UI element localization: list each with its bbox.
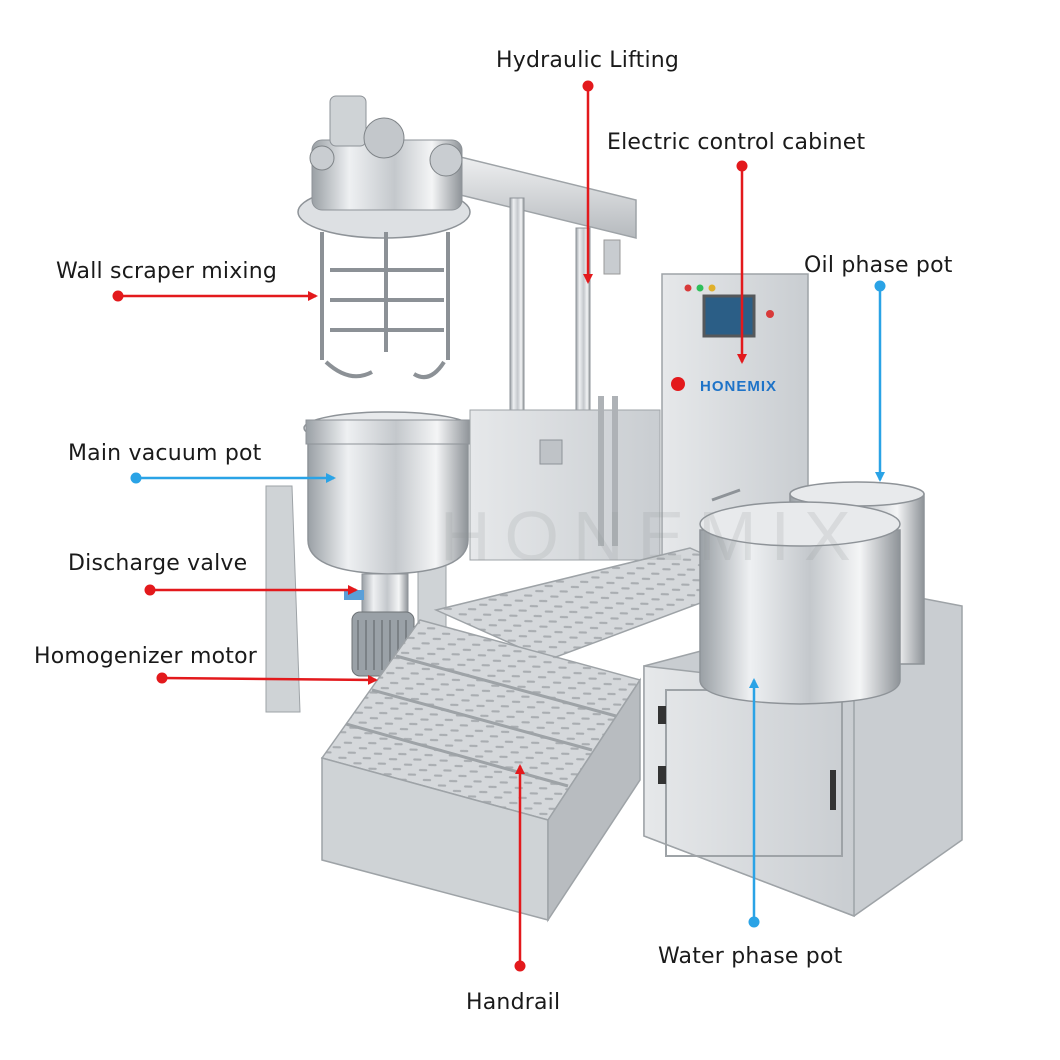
- label-wall-scraper-mixing: Wall scraper mixing: [56, 259, 278, 284]
- main-vacuum-pot-dot: [130, 472, 142, 484]
- label-hydraulic-lifting: Hydraulic Lifting: [496, 48, 680, 73]
- water-phase-pot-dot: [748, 916, 760, 928]
- lid-assembly: [297, 95, 471, 239]
- label-water-phase-pot: Water phase pot: [658, 944, 843, 969]
- homogenizer-motor-line: [161, 674, 378, 685]
- back-tank-body: [469, 396, 661, 561]
- oil-phase-pot-dot: [874, 280, 886, 292]
- hydraulic-columns: [509, 197, 591, 419]
- label-oil-phase-pot: Oil phase pot: [804, 253, 953, 278]
- homogenizer-motor-dot: [156, 672, 168, 684]
- callout-lines: [118, 86, 885, 964]
- discharge-valve-dot: [144, 584, 156, 596]
- brand-watermark: HONEMIX: [440, 497, 865, 575]
- stairs: [320, 619, 642, 923]
- scraper-agitator: [320, 232, 450, 379]
- handrail-dot: [514, 960, 526, 972]
- label-homogenizer-motor: Homogenizer motor: [34, 644, 257, 669]
- label-electric-control-cabinet: Electric control cabinet: [607, 130, 866, 155]
- label-handrail: Handrail: [466, 990, 561, 1015]
- callout-dots: [112, 80, 886, 972]
- hydraulic-lifting-dot: [582, 80, 594, 92]
- wall-scraper-mixing-dot: [112, 290, 124, 302]
- label-main-vacuum-pot: Main vacuum pot: [68, 441, 262, 466]
- cabinet-brand: HONEMIX: [700, 378, 777, 395]
- water-phase-pot-shape: [699, 488, 901, 705]
- electric-control-cabinet-dot: [736, 160, 748, 172]
- machine-illustration: HONEMIX: [265, 95, 963, 923]
- label-discharge-valve: Discharge valve: [68, 551, 248, 576]
